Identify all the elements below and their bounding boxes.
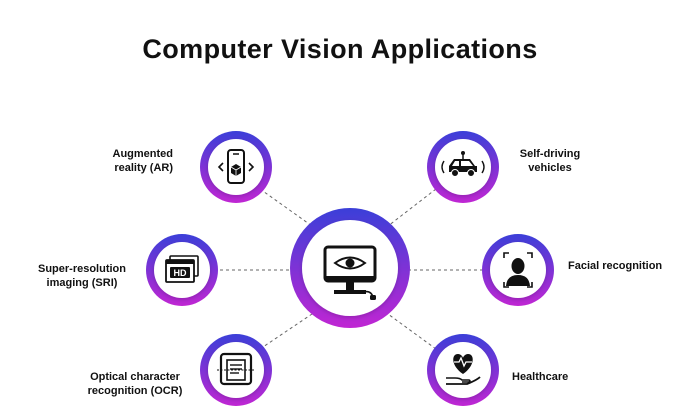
car-signal-icon xyxy=(441,151,485,177)
face-scan-icon xyxy=(503,252,533,288)
label-sdv: Self-driving vehicles xyxy=(519,148,581,174)
center-node xyxy=(290,208,410,328)
label-sri: Super-resolution imaging (SRI) xyxy=(37,263,126,289)
label-ar: Augmented reality (AR) xyxy=(112,148,174,174)
connector-ocr xyxy=(259,313,313,350)
label-face: Facial recognition xyxy=(568,260,663,272)
connectors xyxy=(214,188,485,350)
monitor-eye-icon xyxy=(323,245,377,300)
node-ar xyxy=(200,131,272,203)
connector-sdv xyxy=(387,188,437,227)
svg-text:HD: HD xyxy=(174,268,187,278)
node-ocr xyxy=(200,334,272,406)
node-health xyxy=(427,334,499,406)
connector-ar xyxy=(259,188,313,227)
hd-screen-icon: HD xyxy=(165,255,199,283)
label-ocr: Optical character recognition (OCR) xyxy=(87,371,183,397)
diagram-title: Computer Vision Applications xyxy=(142,34,538,64)
heart-hand-icon xyxy=(446,354,481,385)
node-sri: HD xyxy=(146,234,218,306)
document-scan-icon xyxy=(217,352,255,386)
label-health: Healthcare xyxy=(512,371,569,383)
connector-health xyxy=(387,313,437,350)
node-face xyxy=(482,234,554,306)
ar-cube-phone-icon xyxy=(217,149,255,184)
node-sdv xyxy=(427,131,499,203)
